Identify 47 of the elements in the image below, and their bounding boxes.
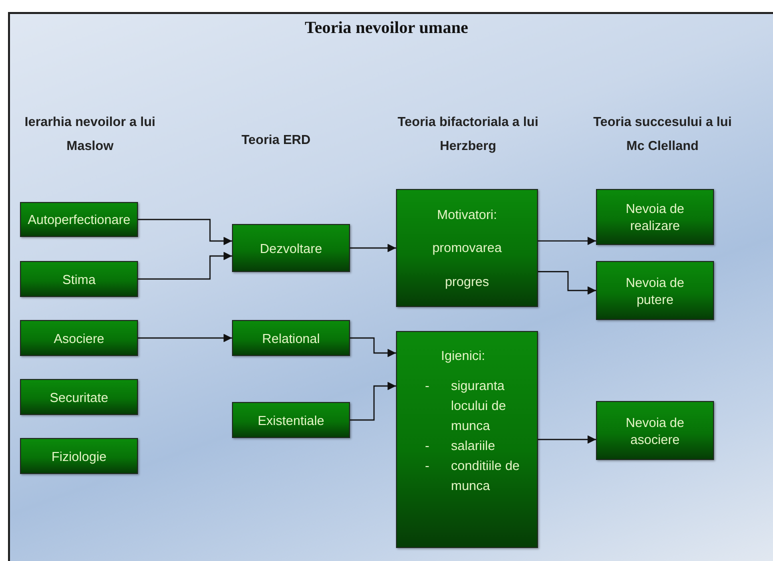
- process-box: [596, 189, 714, 245]
- process-box: [20, 202, 138, 237]
- box-text: Existentiale: [256, 412, 326, 428]
- arrow: [138, 252, 232, 280]
- process-box: [20, 438, 138, 474]
- column-heading: Ierarhia nevoilor a lui Maslow: [24, 113, 156, 155]
- process-box: [20, 379, 138, 415]
- box-text: Nevoia de putere: [624, 274, 686, 308]
- process-box: [396, 331, 538, 548]
- box-text: Stima: [61, 270, 97, 288]
- box-text: Motivatori:: [436, 206, 498, 224]
- list-bullet: -: [424, 457, 430, 475]
- process-box: [232, 224, 350, 272]
- process-box: [596, 401, 714, 460]
- list-bullet: -: [424, 437, 430, 455]
- column-heading: Teoria bifactoriala a lui Herzberg: [396, 113, 540, 155]
- box-text: Dezvoltare: [258, 240, 324, 256]
- list-item: salariile: [451, 437, 496, 455]
- column-heading: Teoria succesului a lui Mc Clelland: [592, 113, 733, 155]
- arrow: [138, 218, 232, 246]
- box-text: Asociere: [52, 330, 106, 346]
- box-text: Relational: [261, 330, 321, 346]
- arrow: [138, 334, 232, 342]
- process-box: [232, 402, 350, 438]
- box-text: progres: [444, 272, 490, 290]
- process-box: [20, 261, 138, 297]
- box-text: Autoperfectionare: [26, 211, 132, 228]
- column-heading: Teoria ERD: [240, 131, 312, 149]
- list-bullet: -: [424, 377, 430, 395]
- arrow: [538, 236, 596, 246]
- list-item: conditiile de munca: [451, 457, 521, 495]
- arrow: [350, 244, 396, 252]
- process-box: [232, 320, 350, 356]
- box-text: Fiziologie: [50, 448, 108, 464]
- box-heading: Igienici:: [440, 347, 486, 365]
- process-box: [596, 261, 714, 320]
- box-text: Securitate: [48, 388, 110, 406]
- process-box: [20, 320, 138, 356]
- diagram-title: Teoria nevoilor umane: [304, 18, 470, 38]
- arrow: [538, 271, 596, 295]
- arrow: [538, 435, 596, 444]
- arrow: [350, 382, 396, 421]
- box-text: promovarea: [431, 239, 503, 256]
- arrow: [350, 337, 396, 358]
- process-box: [396, 189, 538, 307]
- box-text: Nevoia de asociere: [624, 414, 686, 448]
- box-text: Nevoia de realizare: [624, 200, 686, 234]
